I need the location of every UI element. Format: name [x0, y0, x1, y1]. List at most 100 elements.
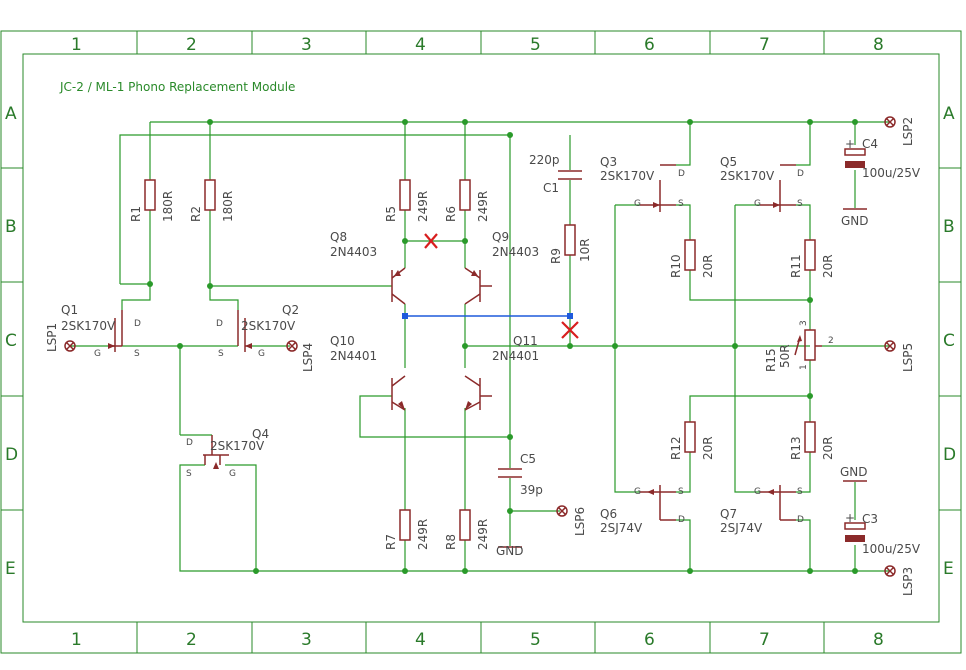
cut-mark-icon — [561, 321, 579, 339]
r5-value: 249R — [416, 191, 430, 222]
jfet-q5: Q5 2SK170V D G S — [720, 155, 804, 212]
q5-pin-s: S — [797, 199, 803, 209]
q4-name: Q4 — [252, 427, 269, 441]
q6-pin-g: G — [634, 487, 641, 497]
lsp4-label: LSP4 — [301, 343, 315, 372]
resistor-r10: R10 20R — [669, 239, 715, 278]
r15-pin-3: 3 — [799, 320, 809, 326]
r5-name: R5 — [384, 206, 398, 222]
c4-name: C4 — [862, 137, 878, 151]
q6-pin-d: D — [678, 515, 685, 525]
col-label-4: 4 — [415, 35, 426, 55]
lsp2-label: LSP2 — [901, 117, 915, 146]
resistor-r9: R9 10R — [549, 224, 592, 264]
row-label-c: C — [5, 331, 17, 351]
q4-pin-s: S — [186, 469, 192, 479]
col-label-6: 6 — [644, 35, 655, 55]
col-label-8: 8 — [873, 35, 884, 55]
r1-name: R1 — [129, 206, 143, 222]
q11-name: Q11 — [513, 334, 538, 348]
q4-pin-d: D — [186, 438, 193, 448]
q6-value: 2SJ74V — [600, 521, 643, 535]
q11-value: 2N4401 — [492, 349, 539, 363]
gnd-label-c4: GND — [841, 214, 869, 228]
row-label-b-right: B — [943, 217, 955, 237]
row-label-b: B — [5, 217, 17, 237]
jfet-q4: Q4 2SK170V D S G — [186, 427, 269, 479]
col-label-4-bottom: 4 — [415, 630, 426, 650]
r11-value: 20R — [821, 254, 835, 278]
q2-pin-s: S — [218, 349, 224, 359]
q1-pin-s: S — [134, 349, 140, 359]
r1-value: 180R — [161, 191, 175, 222]
ground-c3: GND — [840, 465, 868, 482]
q2-pin-g: G — [258, 349, 265, 359]
col-label-2: 2 — [186, 35, 197, 55]
r15-pin-2: 2 — [828, 336, 834, 346]
jfet-q6: Q6 2SJ74V G S D — [600, 485, 685, 535]
r10-name: R10 — [669, 254, 683, 278]
connector-lsp3[interactable]: LSP3 — [884, 565, 915, 596]
q7-name: Q7 — [720, 507, 737, 521]
resistor-r11: R11 20R — [789, 239, 835, 278]
ground-c4: GND — [841, 208, 869, 228]
resistor-r6: R6 249R — [444, 179, 490, 222]
r2-value: 180R — [221, 191, 235, 222]
q2-value: 2SK170V — [241, 319, 296, 333]
bjt-q8: Q8 2N4403 — [330, 230, 406, 305]
connector-lsp2[interactable]: LSP2 — [884, 116, 915, 146]
capacitor-c3: + C3 100u/25V — [844, 511, 921, 556]
jfet-q7: Q7 2SJ74V G S D — [720, 485, 804, 535]
jfet-q2: Q2 2SK170V D G S — [216, 303, 299, 359]
capacitor-c4: + C4 100u/25V — [844, 137, 921, 180]
q5-name: Q5 — [720, 155, 737, 169]
q1-name: Q1 — [61, 303, 78, 317]
resistor-r7: R7 249R — [384, 509, 430, 550]
c5-value: 39p — [520, 483, 543, 497]
row-label-a-right: A — [943, 104, 955, 124]
q7-value: 2SJ74V — [720, 521, 763, 535]
connector-lsp4[interactable]: LSP4 — [286, 340, 315, 372]
row-label-d-right: D — [943, 445, 956, 465]
r12-value: 20R — [701, 436, 715, 460]
col-label-1-bottom: 1 — [71, 630, 82, 650]
q7-pin-s: S — [797, 487, 803, 497]
q10-name: Q10 — [330, 334, 355, 348]
schematic-title: JC-2 / ML-1 Phono Replacement Module — [59, 80, 295, 94]
col-label-7-bottom: 7 — [759, 630, 770, 650]
lsp1-label: LSP1 — [45, 323, 59, 352]
q2-pin-d: D — [216, 319, 223, 329]
connector-lsp6[interactable]: LSP6 — [556, 505, 587, 536]
r15-value: 50R — [778, 344, 792, 368]
q10-value: 2N4401 — [330, 349, 377, 363]
q5-pin-d: D — [797, 169, 804, 179]
q8-name: Q8 — [330, 230, 347, 244]
q7-pin-g: G — [754, 487, 761, 497]
q3-pin-d: D — [678, 169, 685, 179]
connector-lsp5[interactable]: LSP5 — [884, 340, 915, 372]
resistor-r13: R13 20R — [789, 421, 835, 460]
bjt-q9: Q9 2N4403 — [464, 230, 539, 305]
r8-name: R8 — [444, 534, 458, 550]
r10-value: 20R — [701, 254, 715, 278]
q5-pin-g: G — [754, 199, 761, 209]
q3-pin-s: S — [678, 199, 684, 209]
resistor-r1: R1 180R — [129, 179, 175, 222]
lsp5-label: LSP5 — [901, 343, 915, 372]
c3-plus-icon: + — [845, 511, 855, 525]
r15-pin-1: 1 — [799, 364, 809, 370]
c4-value: 100u/25V — [862, 166, 921, 180]
col-label-6-bottom: 6 — [644, 630, 655, 650]
connector-lsp1[interactable]: LSP1 — [45, 323, 76, 352]
q4-pin-g: G — [229, 469, 236, 479]
q3-name: Q3 — [600, 155, 617, 169]
gnd-label-c5: GND — [496, 544, 524, 558]
q1-value: 2SK170V — [61, 319, 116, 333]
col-label-3-bottom: 3 — [301, 630, 312, 650]
wires — [70, 121, 890, 572]
capacitor-c5: C5 39p — [498, 452, 543, 497]
c1-value: 220p — [529, 153, 560, 167]
capacitor-c1: 220p C1 — [529, 153, 582, 195]
c5-name: C5 — [520, 452, 536, 466]
